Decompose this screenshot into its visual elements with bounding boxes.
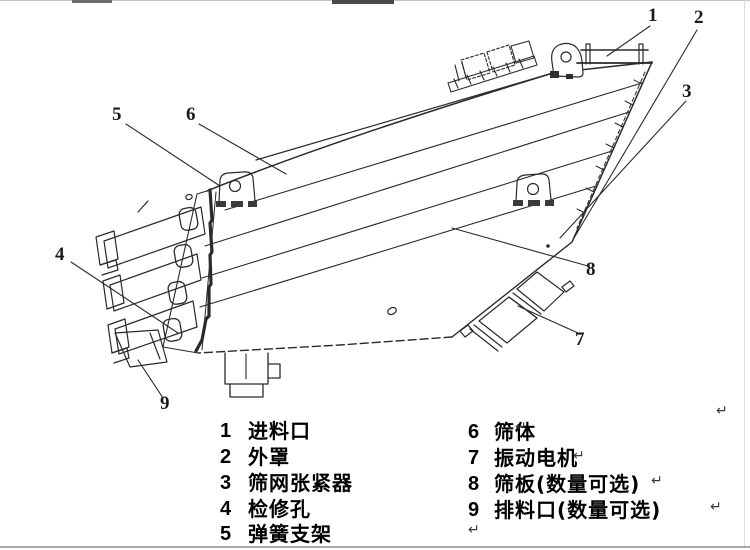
paragraph-mark: ↵ <box>716 403 728 419</box>
lifting-lug <box>550 42 584 79</box>
spring-bracket-left <box>216 171 257 207</box>
callout-label-1: 1 <box>648 5 658 26</box>
screen-body-outline <box>197 61 653 354</box>
paragraph-mark: ↵ <box>515 419 527 435</box>
callout-label-5: 5 <box>112 104 122 125</box>
callout-label-3: 3 <box>682 81 692 102</box>
top-border-dark-segment-left <box>72 0 112 3</box>
bottom-foot <box>224 352 281 398</box>
top-border-dark-segment-right <box>332 0 394 4</box>
leader-line-5 <box>125 123 221 187</box>
paragraph-mark: ↵ <box>651 473 663 489</box>
tensioner-assembly <box>447 40 538 93</box>
callout-label-7: 7 <box>575 329 585 350</box>
callout-label-2: 2 <box>694 7 704 28</box>
page-bottom-border <box>0 546 750 548</box>
callout-label-8: 8 <box>586 259 596 280</box>
callout-label-4: 4 <box>55 244 65 265</box>
leader-line-2 <box>573 29 698 239</box>
body-small-holes <box>387 244 550 316</box>
leader-line-7 <box>517 305 579 334</box>
spring-bracket-right <box>513 173 554 206</box>
discharge-chutes <box>95 200 206 368</box>
callout-label-9: 9 <box>160 393 170 414</box>
vibration-motor <box>459 271 575 352</box>
screen-plate-lines <box>199 82 643 308</box>
right-edge-hatch-ticks <box>576 79 643 214</box>
page-right-border <box>744 0 745 546</box>
leader-line-3 <box>559 100 687 239</box>
inspection-holes <box>162 206 199 342</box>
paragraph-mark: ↵ <box>468 522 480 538</box>
leader-line-4 <box>70 261 179 334</box>
paragraph-mark: ↵ <box>573 448 585 464</box>
feed-inlet <box>576 43 653 65</box>
leader-line-9 <box>137 359 164 399</box>
leader-line-1 <box>606 25 651 57</box>
leader-line-6 <box>198 123 287 175</box>
paragraph-mark: ↵ <box>710 499 722 515</box>
left-edge-plate <box>162 188 217 354</box>
leader-line-8 <box>451 227 589 267</box>
leader-lines <box>70 25 698 399</box>
callout-label-6: 6 <box>186 104 196 125</box>
